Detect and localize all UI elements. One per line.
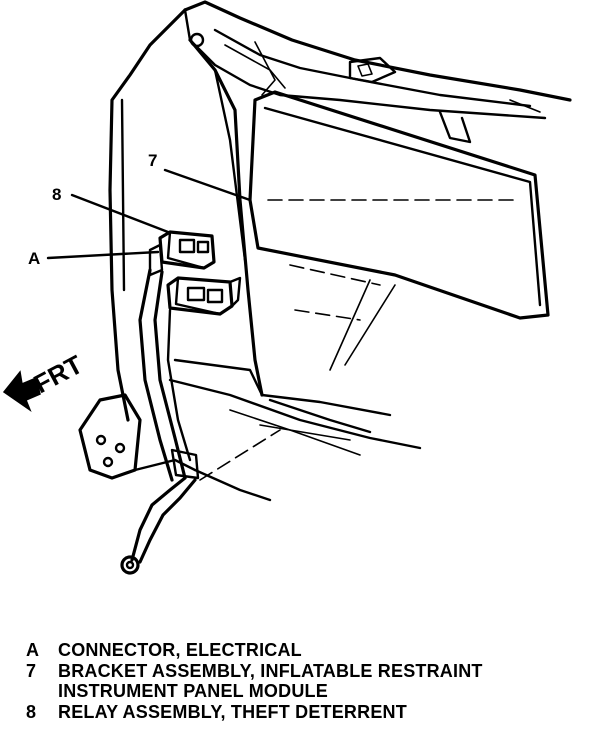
floor-structure (168, 358, 422, 502)
parts-diagram: 7 8 A FRT (2, 0, 572, 575)
legend-item-8: 8 RELAY ASSEMBLY, THEFT DETERRENT (26, 702, 586, 723)
parts-legend: A CONNECTOR, ELECTRICAL 7 BRACKET ASSEMB… (26, 640, 586, 722)
legend-line: INSTRUMENT PANEL MODULE (58, 681, 328, 701)
lower-mounting-bracket (78, 393, 197, 480)
front-direction-indicator: FRT (2, 349, 88, 413)
relay-assembly (148, 230, 216, 277)
legend-line: CONNECTOR, ELECTRICAL (58, 640, 302, 660)
legend-line: RELAY ASSEMBLY, THEFT DETERRENT (58, 701, 407, 722)
legend-description: CONNECTOR, ELECTRICAL (58, 640, 302, 661)
callout-7: 7 (148, 151, 157, 170)
left-side-panel (108, 8, 264, 422)
legend-key: 7 (26, 660, 37, 681)
glove-box-panel (248, 90, 550, 371)
wiring-harness (120, 268, 200, 575)
callout-8: 8 (52, 185, 61, 204)
legend-key: A (26, 640, 40, 660)
legend-description: RELAY ASSEMBLY, THEFT DETERRENT (58, 702, 407, 723)
legend-item-a: A CONNECTOR, ELECTRICAL (26, 640, 586, 661)
legend-description: BRACKET ASSEMBLY, INFLATABLE RESTRAINT I… (58, 661, 483, 702)
legend-line: BRACKET ASSEMBLY, INFLATABLE RESTRAINT (58, 660, 483, 681)
front-arrow-icon (2, 370, 41, 413)
electrical-connector (166, 276, 242, 316)
legend-item-7: 7 BRACKET ASSEMBLY, INFLATABLE RESTRAINT… (26, 661, 586, 702)
legend-key: 8 (26, 701, 37, 722)
upper-dash-frame (183, 0, 572, 144)
callout-a: A (28, 249, 40, 268)
leader-lines (46, 168, 252, 260)
